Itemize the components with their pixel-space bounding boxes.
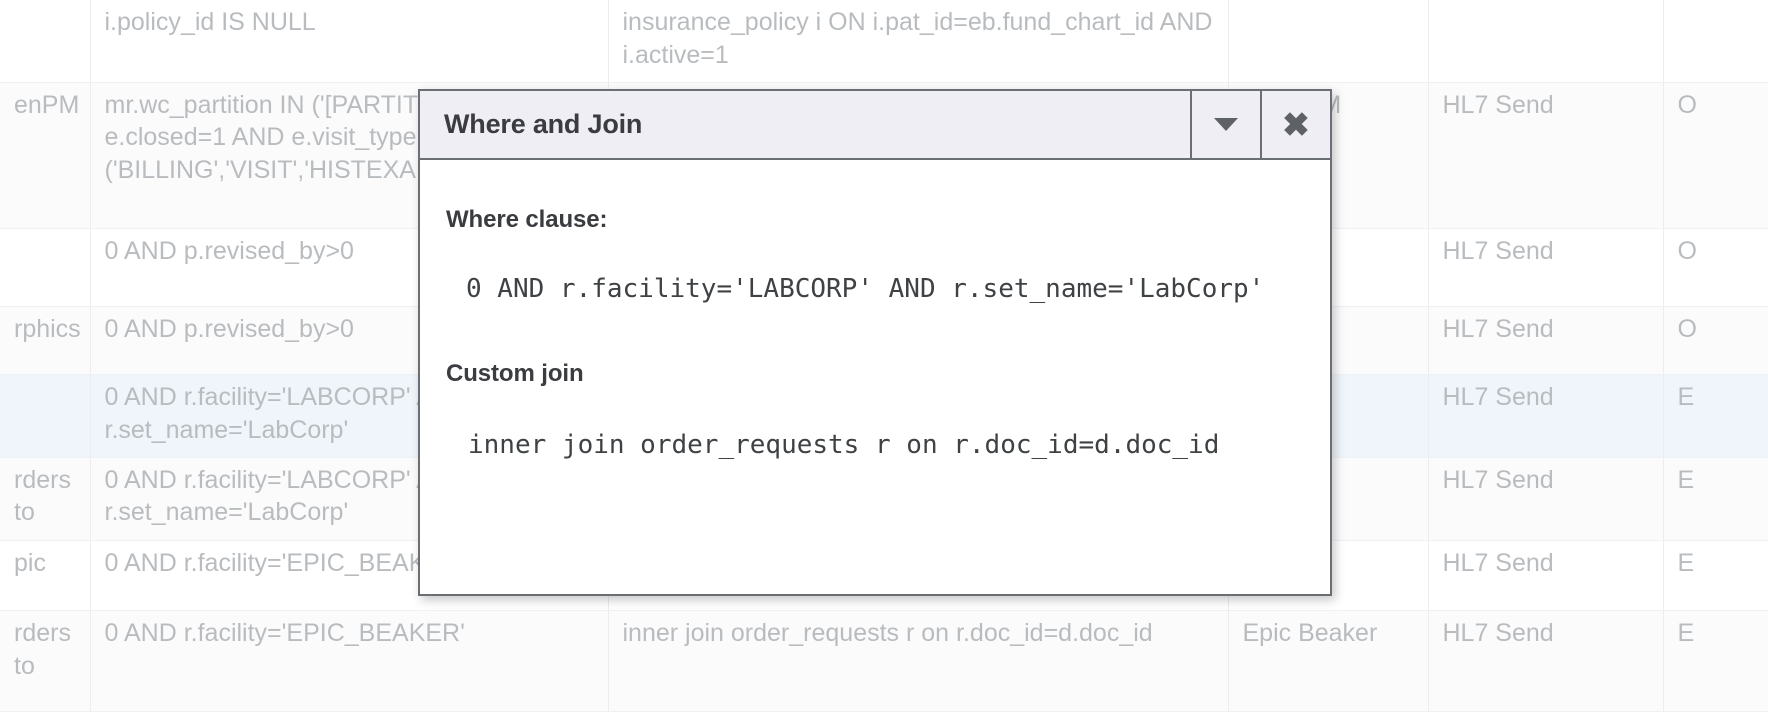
cell-extra: E — [1663, 610, 1768, 712]
table-row[interactable]: rders to 0 AND r.facility='EPIC_BEAKER' … — [0, 610, 1768, 712]
custom-join-label: Custom join — [446, 360, 584, 387]
cell-extra: O — [1663, 82, 1768, 229]
cell-source — [0, 228, 91, 307]
cell-extra — [1663, 0, 1768, 83]
where-and-join-dialog: Where and Join ✖ Where clause: 0 AND r.f… — [418, 89, 1332, 596]
cell-action: HL7 Send — [1428, 82, 1664, 229]
cell-where: i.policy_id IS NULL — [90, 0, 609, 83]
cell-extra: O — [1663, 306, 1768, 376]
cell-source: enPM — [0, 82, 91, 229]
where-clause-label: Where clause: — [446, 206, 608, 233]
cell-extra: E — [1663, 457, 1768, 541]
cell-extra: E — [1663, 540, 1768, 612]
dialog-title-bar[interactable]: Where and Join ✖ — [420, 91, 1330, 160]
dialog-close-button[interactable]: ✖ — [1260, 91, 1330, 158]
cell-join: inner join order_requests r on r.doc_id=… — [608, 610, 1229, 712]
cell-action: HL7 Send — [1428, 228, 1664, 307]
cell-action: HL7 Send — [1428, 374, 1664, 458]
cell-extra: O — [1663, 228, 1768, 307]
where-clause-value[interactable]: 0 AND r.facility='LABCORP' AND r.set_nam… — [466, 274, 1265, 304]
custom-join-value[interactable]: inner join order_requests r on r.doc_id=… — [468, 430, 1220, 460]
cell-where: 0 AND r.facility='EPIC_BEAKER' — [90, 610, 609, 712]
cell-source: rphics — [0, 306, 91, 376]
cell-action: HL7 Send — [1428, 306, 1664, 376]
cell-source: pic — [0, 540, 91, 612]
cell-source: rders to — [0, 457, 91, 541]
cell-extra: E — [1663, 374, 1768, 458]
dialog-dropdown-button[interactable] — [1190, 91, 1260, 158]
cell-source — [0, 0, 91, 83]
close-icon: ✖ — [1282, 106, 1310, 143]
cell-action: HL7 Send — [1428, 457, 1664, 541]
chevron-down-icon — [1214, 118, 1238, 131]
cell-source — [0, 374, 91, 458]
cell-action — [1428, 0, 1664, 83]
cell-join: insurance_policy i ON i.pat_id=eb.fund_c… — [608, 0, 1229, 83]
cell-source: rders to — [0, 610, 91, 712]
dialog-body: Where clause: 0 AND r.facility='LABCORP'… — [420, 160, 1330, 594]
cell-action: HL7 Send — [1428, 610, 1664, 712]
cell-system: Epic Beaker — [1228, 610, 1429, 712]
table-row[interactable]: i.policy_id IS NULL insurance_policy i O… — [0, 0, 1768, 83]
dialog-title: Where and Join — [444, 109, 643, 139]
cell-system — [1228, 0, 1429, 83]
cell-action: HL7 Send — [1428, 540, 1664, 612]
